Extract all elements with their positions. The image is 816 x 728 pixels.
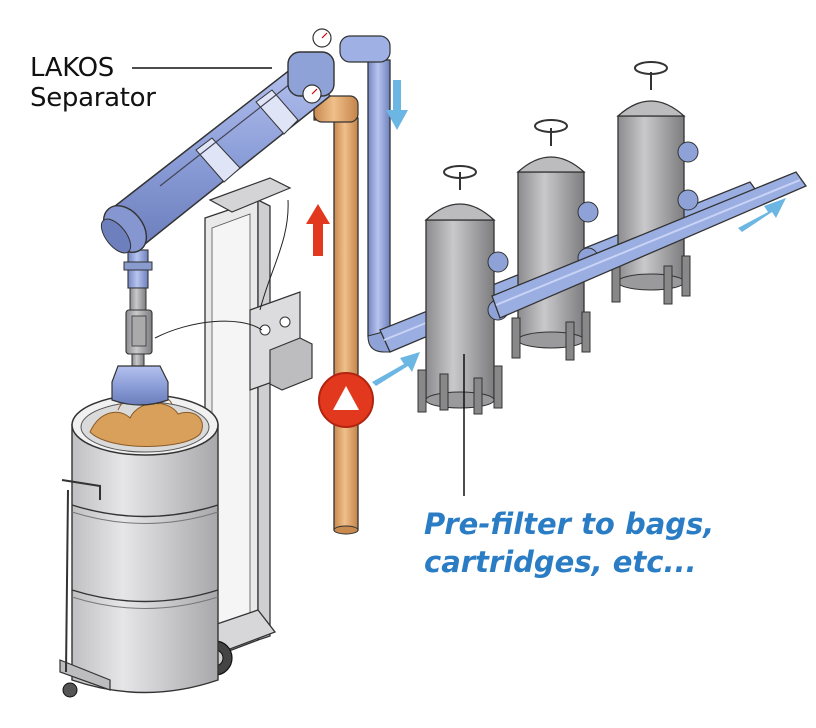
flow-arrow-down: [386, 80, 408, 130]
flow-arrow-in: [372, 352, 420, 386]
pump-icon: [318, 372, 374, 428]
purge-assembly: [111, 249, 169, 406]
filter-housing-3: [611, 61, 699, 305]
separator-label: LAKOS Separator: [30, 53, 156, 113]
flow-arrow-up: [306, 204, 330, 256]
filtered-outlet-pipe: [491, 171, 807, 319]
prefilter-caption: Pre-filter to bags, cartridges, etc...: [424, 505, 714, 581]
lakos-separator: [100, 28, 335, 254]
flow-arrow-out: [738, 198, 786, 232]
inlet-pipe: [313, 95, 359, 535]
filter-housing-2: [511, 119, 599, 361]
separator-label-line2: Separator: [30, 83, 156, 113]
prefilter-caption-line2: cartridges, etc...: [424, 545, 697, 579]
collection-drum: [59, 394, 219, 698]
prefilter-caption-line1: Pre-filter to bags,: [424, 507, 715, 541]
filter-housing-1: [417, 165, 509, 415]
separator-label-line1: LAKOS: [30, 53, 114, 83]
